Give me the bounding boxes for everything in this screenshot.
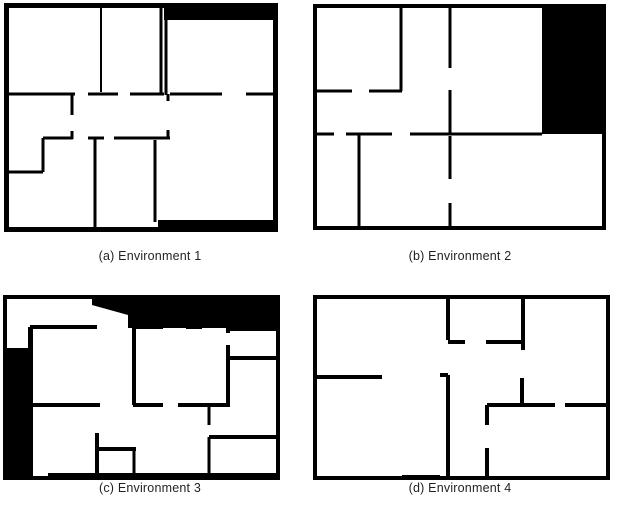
top-diagonal-wedge [92,297,128,315]
floorplan-environment-2 [313,4,606,230]
caption-environment-3: (c) Environment 3 [98,481,202,495]
caption-environment-2: (b) Environment 2 [408,249,512,263]
panel-environment-3: (c) Environment 3 [0,285,300,516]
bottom-black-strip [48,473,280,480]
left-black-block [3,348,31,480]
outer-boundary-wall [4,3,278,232]
floorplan-environment-3 [3,295,280,480]
panel-environment-2: (b) Environment 2 [310,0,610,275]
caption-environment-1: (a) Environment 1 [98,249,202,263]
floorplan-environment-4 [313,295,610,480]
top-right-black-block [128,295,280,328]
floorplan-environment-1 [4,3,278,232]
outer-boundary-wall [313,295,610,480]
bottom-right-black-block [158,220,278,232]
caption-environment-4: (d) Environment 4 [408,481,512,495]
panel-environment-4: (d) Environment 4 [310,285,610,516]
top-right-black-block [164,3,278,20]
panel-environment-1: (a) Environment 1 [0,0,300,275]
right-black-block [542,4,606,134]
